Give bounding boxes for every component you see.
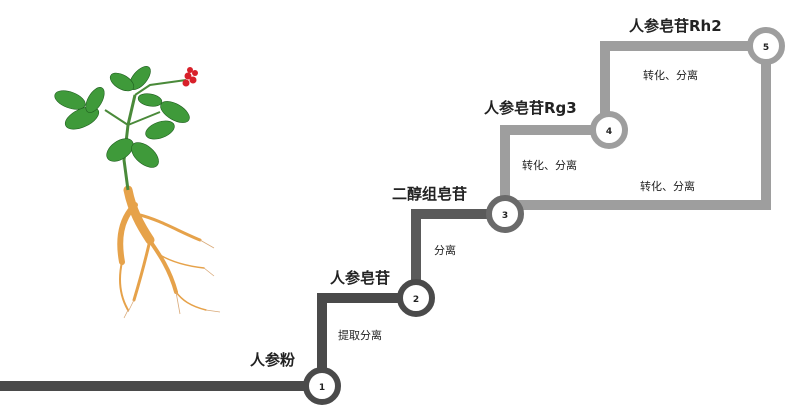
- stage-label-2: 人参皂苷: [330, 269, 391, 287]
- stage-node-2: 2: [397, 279, 435, 317]
- stage-number-3: 3: [502, 211, 508, 221]
- process-label-2-3: 分离: [434, 244, 456, 257]
- path-3-4: [500, 125, 605, 214]
- stage-node-3: 3: [486, 195, 524, 233]
- stage-node-4: 4: [590, 111, 628, 149]
- stage-node-1: 1: [303, 367, 341, 405]
- stage-label-3: 二醇组皂苷: [392, 185, 468, 203]
- stage-label-1: 人参粉: [250, 351, 296, 369]
- stage-node-5: 5: [747, 27, 785, 65]
- stage-label-4: 人参皂苷Rg3: [484, 99, 577, 117]
- process-label-1-2: 提取分离: [338, 329, 382, 342]
- stage-number-1: 1: [319, 383, 325, 393]
- process-label-3-5: 转化、分离: [640, 180, 695, 193]
- stage-label-5: 人参皂苷Rh2: [629, 17, 722, 35]
- path-4-5: [600, 41, 766, 130]
- stage-number-5: 5: [763, 43, 769, 53]
- path-1-2: [0, 293, 416, 391]
- process-label-3-4: 转化、分离: [522, 159, 577, 172]
- path-2-3: [411, 209, 505, 298]
- ginseng-plant-illustration: [54, 66, 221, 319]
- process-label-4-5: 转化、分离: [643, 69, 698, 82]
- path-3-5: [505, 46, 771, 210]
- stage-number-4: 4: [606, 127, 612, 137]
- stage-number-2: 2: [413, 295, 419, 305]
- staircase-path: [0, 41, 771, 391]
